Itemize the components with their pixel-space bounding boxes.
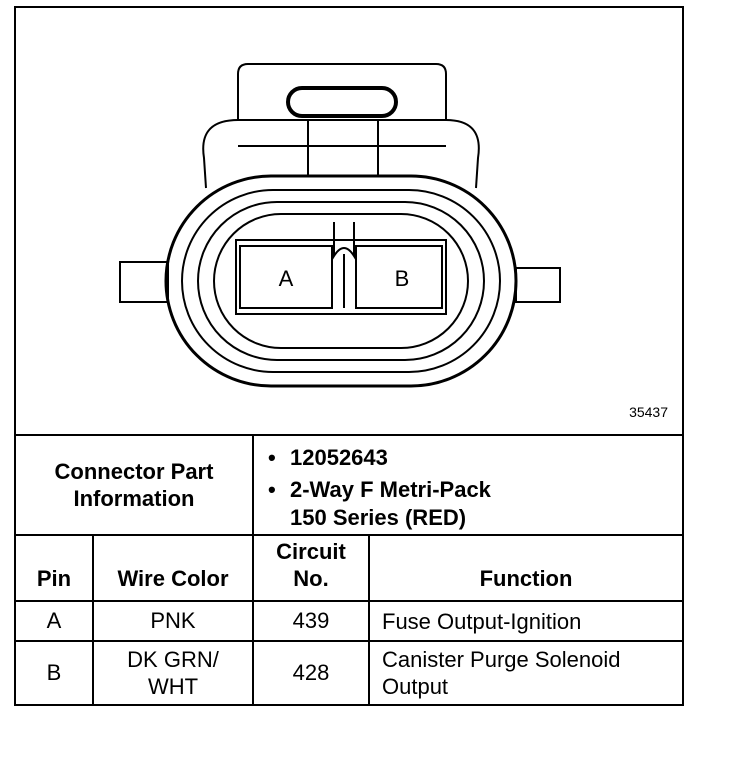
connector-label-line2: Information (73, 486, 195, 511)
outer-ring (164, 174, 518, 388)
pin-label-a: A (279, 266, 294, 291)
connector-label-line1: Connector Part (54, 459, 214, 484)
connector-description: 2-Way F Metri-Pack 150 Series (RED) (268, 476, 682, 532)
pin-label-b: B (395, 266, 410, 291)
connector-diagram: A B 35437 (16, 8, 682, 436)
row-a-circuit: 439 (254, 602, 370, 640)
lock-tab-outline (237, 63, 447, 120)
header-pin: Pin (16, 536, 94, 600)
row-b-function-line2: Output (382, 674, 449, 699)
ring-4 (213, 213, 469, 349)
header-circuit-line1: Circuit (276, 539, 346, 564)
connector-info-details: 12052643 2-Way F Metri-Pack 150 Series (… (254, 436, 682, 534)
header-circuit-line2: No. (293, 566, 329, 591)
ring-2 (181, 189, 501, 373)
table-header-row: Pin Wire Color Circuit No. Function (16, 536, 682, 602)
table-row: A PNK 439 Fuse Output-Ignition (16, 602, 682, 642)
row-b-function: Canister Purge Solenoid Output (370, 642, 682, 704)
lock-tab-slot (286, 86, 398, 118)
connector-info-row: Connector Part Information 12052643 2-Wa… (16, 436, 682, 536)
connector-desc-line2: 150 Series (RED) (290, 505, 467, 530)
table-row: B DK GRN/ WHT 428 Canister Purge Solenoi… (16, 642, 682, 704)
part-number: 12052643 (268, 444, 682, 472)
header-circuit-no: Circuit No. (254, 536, 370, 600)
connector-info-label: Connector Part Information (16, 436, 254, 534)
row-a-wire-color: PNK (94, 602, 254, 640)
left-shoulder (202, 119, 239, 189)
figure-id: 35437 (629, 404, 668, 420)
header-wire-color: Wire Color (94, 536, 254, 600)
row-b-function-line1: Canister Purge Solenoid (382, 647, 621, 672)
row-b-circuit: 428 (254, 642, 370, 704)
row-b-pin: B (16, 642, 94, 704)
cavity-frame (235, 239, 447, 315)
connector-desc-line1: 2-Way F Metri-Pack (290, 477, 491, 502)
row-b-wire-color: DK GRN/ WHT (94, 642, 254, 704)
connector-face-drawing: A B (119, 63, 561, 388)
row-a-function: Fuse Output-Ignition (382, 608, 582, 634)
ring-3 (197, 201, 485, 361)
header-function: Function (479, 566, 573, 591)
center-key-top (333, 222, 355, 260)
lock-tab-neck (307, 120, 379, 176)
right-ear (515, 267, 561, 303)
row-b-wire-line1: DK GRN/ (127, 647, 219, 672)
center-key (331, 246, 357, 308)
left-ear (119, 261, 169, 303)
connector-sheet: A B 35437 Connector Part Information 120… (14, 6, 684, 706)
row-a-pin: A (16, 602, 94, 640)
right-shoulder (445, 119, 480, 189)
row-b-wire-line2: WHT (147, 674, 199, 699)
